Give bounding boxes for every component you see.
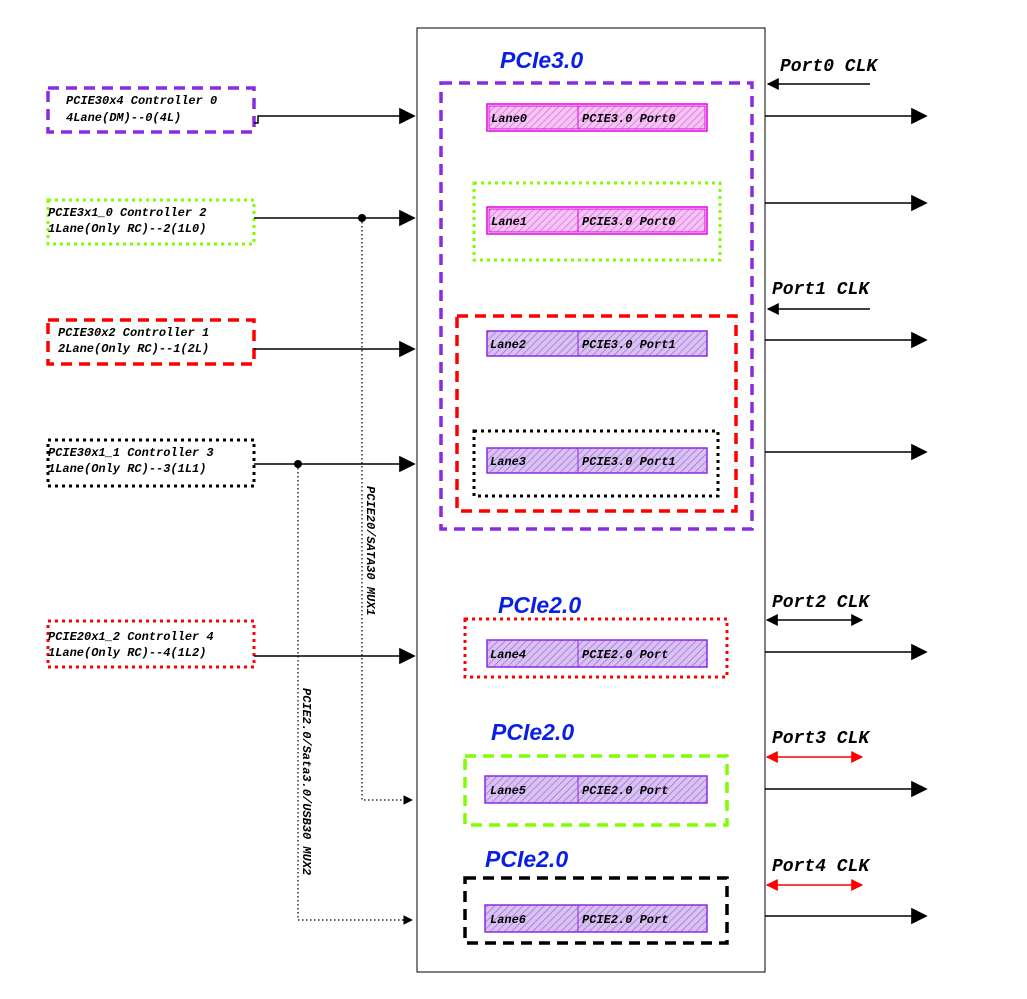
lane-1-port-label: PCIE3.0 Port0 (582, 215, 676, 229)
lane-0-label: Lane0 (491, 112, 527, 126)
clk-label-port3: Port3 CLK (772, 729, 871, 749)
controller-3-line2: 1Lane(Only RC)--3(1L1) (48, 462, 206, 476)
section-title-pcie20-a: PCIe2.0 (498, 592, 581, 618)
lane-4-label: Lane4 (490, 648, 526, 662)
section-title-pcie20-b: PCIe2.0 (491, 719, 574, 745)
controller-0-line2: 4Lane(DM)--0(4L) (66, 111, 181, 125)
group-x1-1-box (472, 429, 720, 498)
mux2-dotted-line (297, 464, 413, 925)
controller-2-line2: 1Lane(Only RC)--2(1L0) (48, 222, 206, 236)
lane-2-label: Lane2 (490, 338, 526, 352)
controller-3-line1: PCIE30x1_1 Controller 3 (48, 446, 214, 460)
group-pcie20-lane5-box (463, 754, 729, 827)
lane-5-label: Lane5 (490, 784, 527, 798)
controller-2-line1: PCIE3x1_0 Controller 2 (48, 206, 206, 220)
lane-3-label: Lane3 (490, 455, 526, 469)
controller-1-line1: PCIE30x2 Controller 1 (58, 326, 209, 340)
lane-6-label: Lane6 (490, 913, 526, 927)
lane-2-port-label: PCIE3.0 Port1 (582, 338, 676, 352)
clk-label-port2: Port2 CLK (772, 593, 871, 613)
lane-block-0: Lane0 PCIE3.0 Port0 (486, 103, 708, 132)
lane-4-port-label: PCIE2.0 Port (582, 648, 668, 662)
controller-1-line2: 2Lane(Only RC)--1(2L) (58, 342, 209, 356)
mux2-label: PCIE2.0/Sata3.0/USB30 MUX2 (299, 688, 313, 875)
group-pcie20-lane6-box (463, 876, 729, 945)
lane-block-4: Lane4 PCIE2.0 Port (486, 639, 708, 668)
section-title-pcie30: PCIe3.0 (500, 47, 583, 73)
controller-1: PCIE30x2 Controller 1 2Lane(Only RC)--1(… (46, 318, 256, 366)
lane-5-port-label: PCIE2.0 Port (582, 784, 668, 798)
controller-4-line2: 1Lane(Only RC)--4(1L2) (48, 646, 206, 660)
mux1-label: PCIE20/SATA30 MUX1 (363, 486, 377, 616)
lane-block-6: Lane6 PCIE2.0 Port (484, 904, 708, 933)
controller-0-line1: PCIE30x4 Controller 0 (66, 94, 217, 108)
connection-controller-0 (254, 107, 416, 125)
lane-6-port-label: PCIE2.0 Port (582, 913, 668, 927)
lane-0-port-label: PCIE3.0 Port0 (582, 112, 676, 126)
group-x2-box (455, 314, 738, 513)
lane-3-port-label: PCIE3.0 Port1 (582, 455, 676, 469)
controller-4: PCIE20x1_2 Controller 4 1Lane(Only RC)--… (46, 619, 256, 669)
clk-label-port1: Port1 CLK (772, 280, 871, 300)
group-pcie20-lane4-box (463, 617, 729, 679)
controller-0: PCIE30x4 Controller 0 4Lane(DM)--0(4L) (46, 86, 256, 134)
lane-block-1: Lane1 PCIE3.0 Port0 (486, 206, 708, 235)
lane-block-5: Lane5 PCIE2.0 Port (484, 775, 708, 804)
section-title-pcie20-c: PCIe2.0 (485, 846, 568, 872)
controller-4-line1: PCIE20x1_2 Controller 4 (48, 630, 214, 644)
lane-block-3: Lane3 PCIE3.0 Port1 (486, 447, 708, 474)
clk-label-port4: Port4 CLK (772, 857, 871, 877)
lane-1-label: Lane1 (491, 215, 527, 229)
controller-2: PCIE3x1_0 Controller 2 1Lane(Only RC)--2… (46, 198, 256, 246)
clk-label-port0: Port0 CLK (780, 57, 879, 77)
chip-box (416, 27, 766, 973)
lane-block-2: Lane2 PCIE3.0 Port1 (486, 330, 708, 357)
controller-3: PCIE30x1_1 Controller 3 1Lane(Only RC)--… (46, 438, 256, 488)
